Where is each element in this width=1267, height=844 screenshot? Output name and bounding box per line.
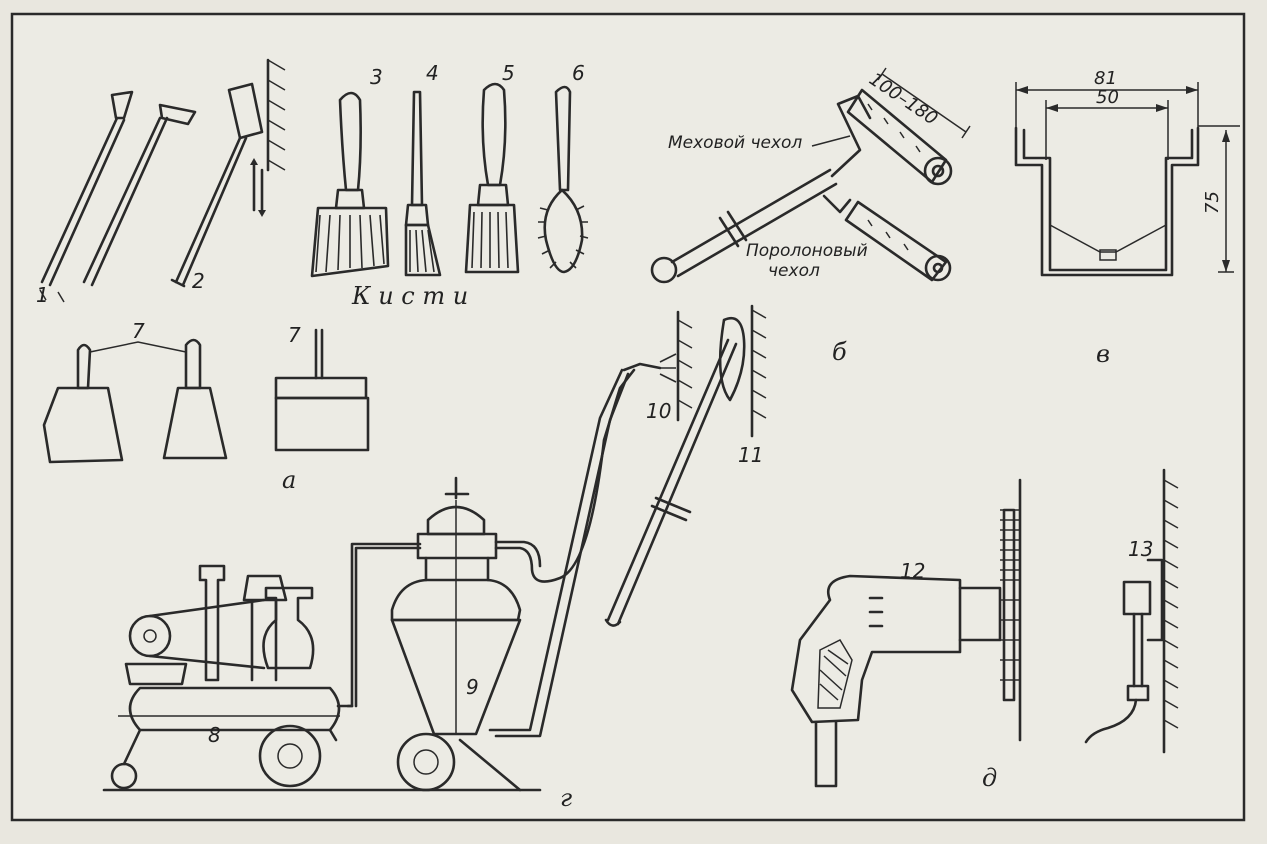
tray-dimensions xyxy=(1015,82,1234,273)
section-label-g: г xyxy=(560,784,572,812)
paint-roller xyxy=(650,67,971,284)
fur-cover-label: Меховой чехол xyxy=(668,133,802,153)
label-11: 11 xyxy=(738,443,763,467)
brush-6 xyxy=(537,85,589,274)
brush-3 xyxy=(310,91,390,278)
tray-height-dim: 75 xyxy=(1202,191,1223,214)
spatula-left xyxy=(42,343,124,464)
paint-tray xyxy=(1014,125,1240,277)
label-1: 1 xyxy=(36,283,49,307)
label-13: 13 xyxy=(1128,537,1153,561)
spray-nozzle-10 xyxy=(622,310,693,422)
section-label-v: в xyxy=(1096,340,1110,368)
spatula-wide xyxy=(274,328,370,452)
foam-cover-label-2: чехол xyxy=(768,261,820,281)
label-4: 4 xyxy=(426,61,439,85)
tray-inner-dim: 50 xyxy=(1096,87,1119,108)
section-label-d: д xyxy=(982,764,997,792)
spatula-right xyxy=(162,338,228,460)
label-2: 2 xyxy=(192,269,205,293)
label-3: 3 xyxy=(370,65,383,89)
label-10: 10 xyxy=(646,399,671,423)
scraper-2 xyxy=(170,58,286,288)
section-label-b: б xyxy=(832,338,847,366)
spray-nozzle-11 xyxy=(604,304,767,627)
label-7b: 7 xyxy=(288,323,301,347)
brush-4 xyxy=(404,90,442,277)
section-label-a: а xyxy=(282,466,296,494)
brush-5 xyxy=(464,82,520,274)
label-8: 8 xyxy=(208,723,221,747)
label-5: 5 xyxy=(502,61,515,85)
drill-12 xyxy=(790,478,1022,788)
foam-cover-label-1: Поролоновый xyxy=(746,241,868,261)
label-9: 9 xyxy=(466,675,479,699)
scraper-1 xyxy=(39,90,197,303)
tray-outer-dim: 81 xyxy=(1094,68,1117,89)
brushes-caption: К и с т и xyxy=(351,282,468,310)
compressor-8 xyxy=(110,564,354,790)
sprayer-tank-9 xyxy=(346,368,636,792)
figure-frame xyxy=(10,12,1246,822)
label-12: 12 xyxy=(900,559,925,583)
tool-13 xyxy=(1084,468,1179,754)
label-7a: 7 xyxy=(132,319,145,343)
label-6: 6 xyxy=(572,61,585,85)
